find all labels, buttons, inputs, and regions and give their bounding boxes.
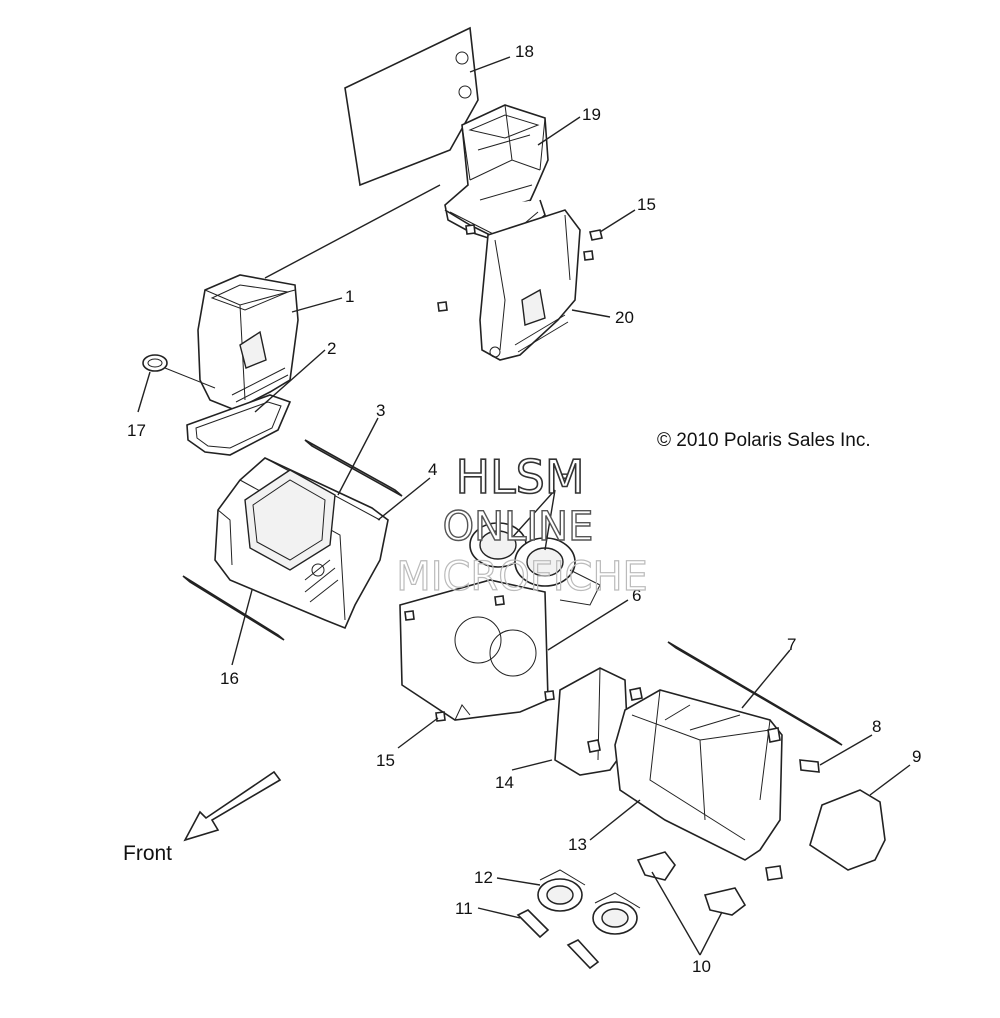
callout-12: 12 [474, 868, 493, 887]
callout-1: 1 [345, 287, 354, 306]
part-3-seal-strip [304, 439, 403, 497]
callout-labels: 18 19 15 1 2 20 17 3 4 5 6 16 7 8 9 15 1… [127, 42, 921, 976]
part-11-clamps [516, 909, 600, 970]
leader-lines [137, 56, 911, 956]
callout-11: 11 [455, 899, 473, 918]
callout-9: 9 [912, 747, 921, 766]
callout-5: 5 [560, 470, 569, 489]
callout-13: 13 [568, 835, 587, 854]
part-6-plate [399, 579, 555, 722]
callout-3: 3 [376, 401, 385, 420]
part-18-panel [344, 26, 479, 187]
part-13-airbox-base [587, 687, 783, 881]
watermark-line-3: MICROFICHE [396, 554, 648, 600]
watermark: HLSM ONLINE MICROFICHE [396, 449, 649, 600]
part-1-intake-boot [197, 274, 299, 411]
part-7-seal-strip [667, 641, 843, 746]
front-arrow [183, 770, 282, 842]
copyright-notice: © 2010 Polaris Sales Inc. [657, 430, 871, 451]
part-8-plug [799, 759, 820, 773]
callout-17: 17 [127, 421, 146, 440]
callout-6: 6 [632, 586, 641, 605]
part-17-clamp [142, 354, 216, 389]
part-16-seal-strip [182, 575, 285, 641]
front-direction-label: Front [123, 842, 172, 865]
callout-2: 2 [327, 339, 336, 358]
callout-16: 16 [220, 669, 239, 688]
callout-14: 14 [495, 773, 514, 792]
watermark-line-2: ONLINE [443, 504, 594, 550]
callout-10: 10 [692, 957, 711, 976]
callout-4: 4 [428, 460, 437, 479]
part-10-pads [636, 851, 747, 916]
watermark-line-1: HLSM [455, 450, 584, 504]
part-5-rings [469, 522, 601, 606]
callout-18: 18 [515, 42, 534, 61]
callout-7: 7 [787, 635, 796, 654]
callout-8: 8 [872, 717, 881, 736]
callout-20: 20 [615, 308, 634, 327]
part-20-shroud [479, 209, 581, 361]
callout-15-upper: 15 [637, 195, 656, 214]
callout-19: 19 [582, 105, 601, 124]
alignment-lines [264, 184, 441, 279]
part-12-adapters [537, 869, 641, 935]
callout-15-lower: 15 [376, 751, 395, 770]
part-4-airbox-lid [214, 457, 389, 630]
part-9-side-panel [809, 789, 886, 871]
part-15-screws-upper [437, 224, 603, 312]
